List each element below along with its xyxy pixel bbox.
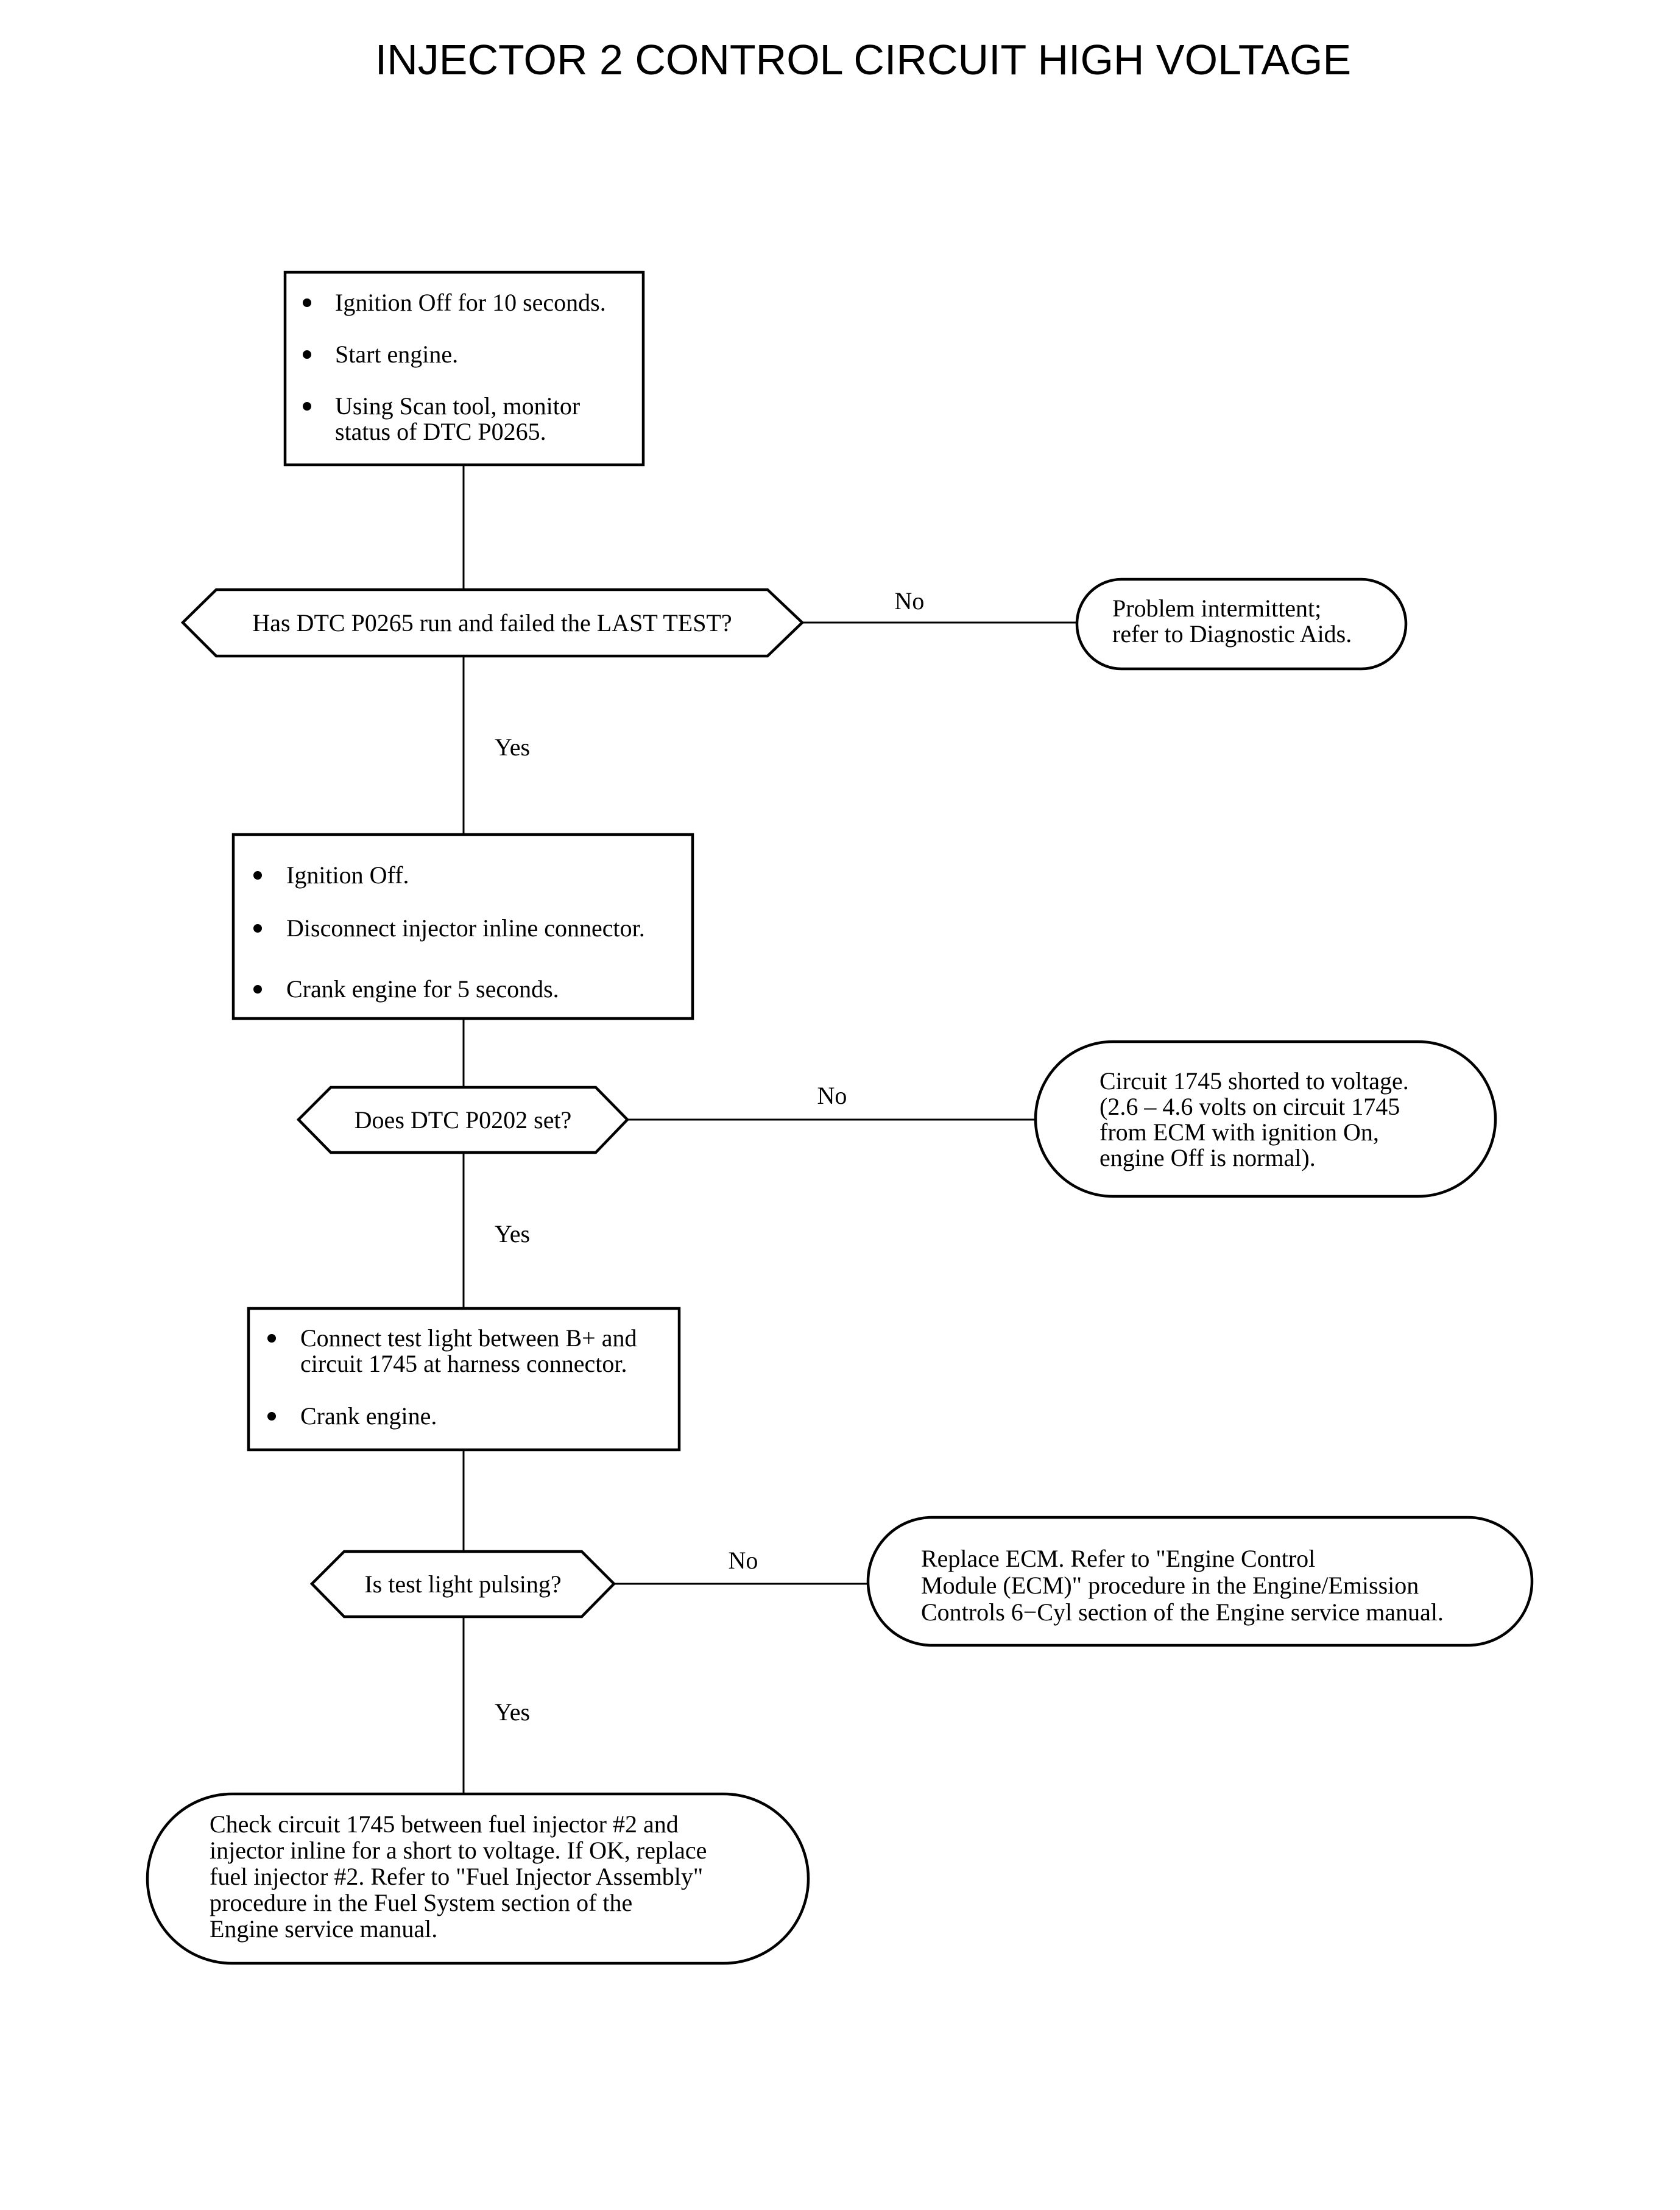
result3-text: Replace ECM. Refer to "Engine ControlMod… (921, 1545, 1444, 1626)
result2-terminal: Circuit 1745 shorted to voltage.(2.6 – 4… (1034, 1040, 1497, 1198)
page-title: INJECTOR 2 CONTROL CIRCUIT HIGH VOLTAGE (375, 36, 1351, 83)
step1-bullet-text: Ignition Off for 10 seconds. (335, 289, 606, 316)
result1-terminal: Problem intermittent;refer to Diagnostic… (1075, 577, 1408, 671)
result3-line: Replace ECM. Refer to "Engine Control (921, 1545, 1315, 1572)
step2-bullet-text: Disconnect injector inline connector. (286, 914, 645, 942)
step3-bullet-text: circuit 1745 at harness connector. (300, 1350, 627, 1377)
final-text: Check circuit 1745 between fuel injector… (210, 1810, 707, 1943)
bullet-icon (303, 298, 311, 307)
bullet-icon (303, 350, 311, 359)
edge-label-decision1-yes: Yes (495, 733, 530, 761)
bullet-icon (303, 402, 311, 411)
result3-terminal: Replace ECM. Refer to "Engine ControlMod… (866, 1516, 1534, 1647)
decision2: Does DTC P0202 set? (296, 1086, 630, 1154)
final-terminal: Check circuit 1745 between fuel injector… (146, 1792, 810, 1965)
final-line: Engine service manual. (210, 1915, 437, 1943)
result2-line: engine Off is normal). (1099, 1144, 1316, 1171)
step1-bullet-list: Ignition Off for 10 seconds. Start engine… (303, 289, 606, 445)
bullet-icon (253, 985, 262, 994)
edge-label-decision3-no: No (729, 1547, 758, 1574)
result2-line: (2.6 – 4.6 volts on circuit 1745 (1099, 1093, 1400, 1120)
final-line: procedure in the Fuel System section of … (210, 1889, 632, 1916)
step1-bullet-text: status of DTC P0265. (335, 418, 546, 445)
decision3: Is test light pulsing? (309, 1550, 616, 1619)
step3-bullet-list: Connect test light between B+ andcircuit… (267, 1324, 637, 1430)
final-line: injector inline for a short to voltage. … (210, 1837, 707, 1864)
bullet-icon (267, 1412, 276, 1421)
edge-label-decision2-no: No (817, 1082, 847, 1109)
edge-label-decision3-yes: Yes (495, 1698, 530, 1726)
final-line: fuel injector #2. Refer to "Fuel Injecto… (210, 1863, 703, 1890)
bullet-icon (267, 1334, 276, 1343)
decision2-text: Does DTC P0202 set? (355, 1106, 572, 1134)
result3-line: Controls 6−Cyl section of the Engine ser… (921, 1598, 1444, 1626)
result3-line: Module (ECM)" procedure in the Engine/Em… (921, 1572, 1419, 1599)
final-line: Check circuit 1745 between fuel injector… (210, 1810, 679, 1838)
step2-bullet-list: Ignition Off. Disconnect injector inline … (253, 861, 645, 1003)
bullet-icon (253, 924, 262, 933)
decision1-text: Has DTC P0265 run and failed the LAST TE… (252, 609, 732, 637)
result1-line: Problem intermittent; (1112, 595, 1321, 622)
decision3-text: Is test light pulsing? (364, 1570, 561, 1598)
result1-line: refer to Diagnostic Aids. (1112, 620, 1352, 648)
result2-text: Circuit 1745 shorted to voltage.(2.6 – 4… (1099, 1067, 1409, 1171)
step3-bullet-text: Connect test light between B+ and (300, 1324, 637, 1352)
step1-box: Ignition Off for 10 seconds. Start engine… (283, 270, 645, 467)
decision1: Has DTC P0265 run and failed the LAST TE… (180, 588, 805, 658)
bullet-icon (253, 871, 262, 880)
step3-bullet-text: Crank engine. (300, 1402, 437, 1430)
step3-box: Connect test light between B+ andcircuit… (247, 1307, 681, 1452)
step2-bullet-text: Ignition Off. (286, 861, 409, 889)
step1-bullet-text: Start engine. (335, 341, 458, 368)
step2-bullet-text: Crank engine for 5 seconds. (286, 975, 559, 1003)
result2-line: Circuit 1745 shorted to voltage. (1099, 1067, 1409, 1095)
step2-box: Ignition Off. Disconnect injector inline … (231, 833, 694, 1020)
result1-text: Problem intermittent;refer to Diagnostic… (1112, 595, 1352, 648)
result2-line: from ECM with ignition On, (1099, 1118, 1379, 1146)
edge-label-decision2-yes: Yes (495, 1220, 530, 1248)
step1-bullet-text: Using Scan tool, monitor (335, 392, 580, 420)
edge-label-decision1-no: No (895, 587, 925, 615)
